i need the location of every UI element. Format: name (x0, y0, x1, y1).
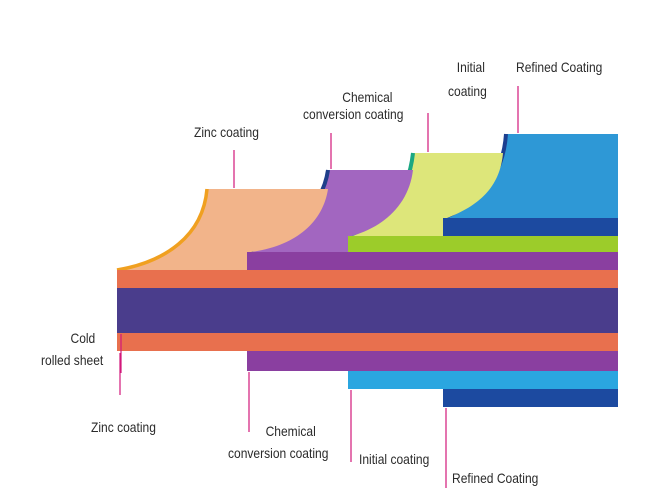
label-top-refined-coating: Refined Coating (516, 59, 603, 75)
label-bottom-initial-coating: Initial coating (359, 451, 430, 467)
label-top-chemical-conversion: Chemical conversion coating (303, 89, 403, 123)
label-cold-line2: rolled sheet (41, 352, 104, 368)
label-cold-line1: Cold (70, 330, 96, 346)
refined-coating-bottom-layer (443, 389, 618, 407)
label-top-initial-coating: Initial coating (448, 59, 487, 100)
leader-lines (119, 86, 519, 488)
label-top-initial-line2: coating (448, 83, 487, 99)
refined-coating-peel (443, 134, 618, 218)
label-bottom-chemical-line2: conversion coating (228, 445, 329, 461)
label-bottom-chemical-line1: Chemical (265, 423, 316, 439)
initial-coating-top-layer (348, 236, 618, 252)
label-top-chemical-line1: Chemical (342, 89, 393, 105)
zinc-coating-top-layer (117, 270, 618, 288)
label-top-zinc-coating: Zinc coating (194, 124, 259, 140)
label-bottom-refined-coating: Refined Coating (452, 470, 539, 486)
chemical-conversion-top-layer (247, 252, 618, 270)
chemical-conversion-bottom-layer (247, 351, 618, 371)
initial-coating-bottom-layer (348, 371, 618, 389)
label-top-initial-line1: Initial (456, 59, 485, 75)
label-bottom-zinc-coating: Zinc coating (91, 419, 156, 435)
cold-rolled-sheet-layer (117, 288, 618, 333)
label-cold-rolled-sheet: Cold rolled sheet (41, 330, 103, 369)
zinc-coating-bottom-layer (117, 333, 618, 351)
label-bottom-chemical-conversion: Chemical conversion coating (228, 423, 328, 462)
zinc-coating-peel-edge (116, 188, 209, 272)
refined-coating-top-layer (443, 218, 618, 236)
label-top-chemical-line2: conversion coating (303, 106, 404, 122)
zinc-coating-peel (117, 189, 328, 270)
